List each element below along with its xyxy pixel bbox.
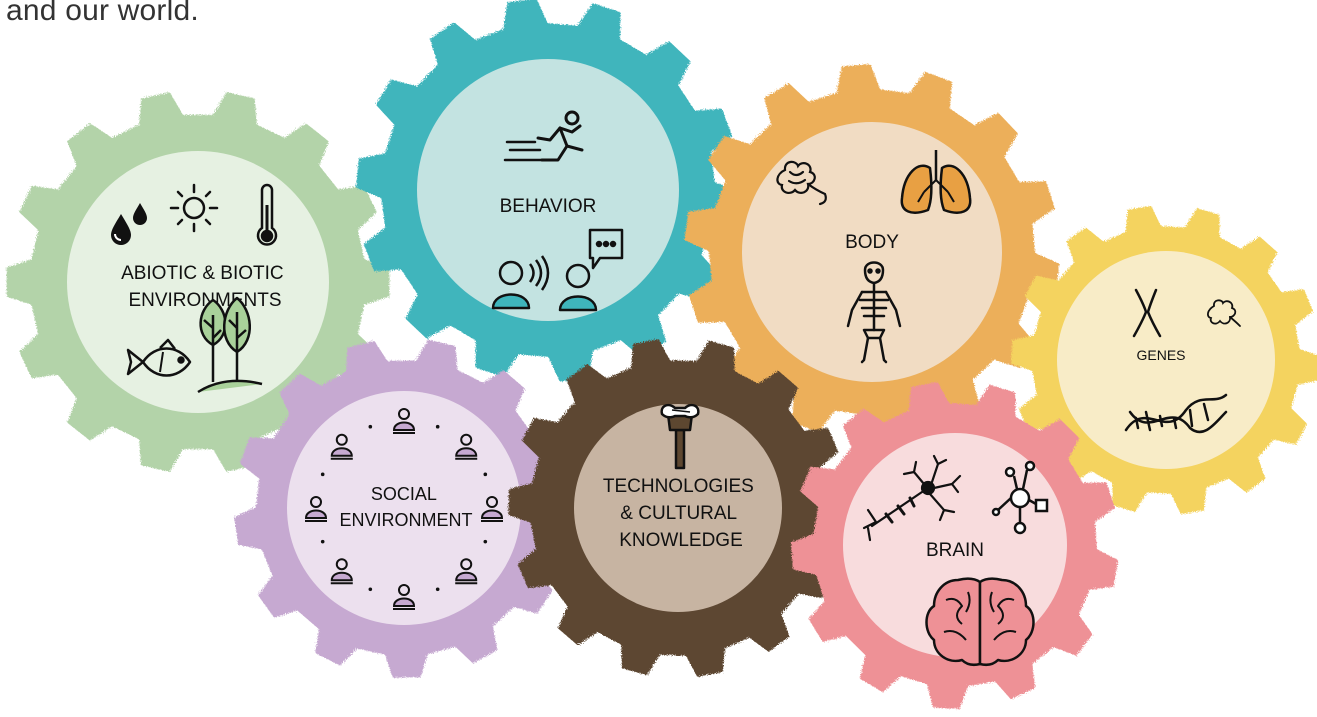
ring-dot — [368, 587, 373, 592]
brain-icon — [925, 577, 1035, 667]
label-behavior: BEHAVIOR — [500, 196, 597, 217]
label-genes: GENES — [1136, 347, 1185, 363]
gear-genes — [1011, 205, 1317, 515]
axe-icon — [660, 403, 700, 470]
gear-abiotic — [6, 92, 390, 472]
gear-behavior — [356, 0, 740, 382]
intestine-icon — [776, 160, 827, 206]
ring-dot — [368, 424, 373, 429]
label-technologies: TECHNOLOGIES & CULTURAL KNOWLEDGE — [603, 476, 759, 551]
fish-icon — [126, 338, 192, 377]
ring-dot — [435, 424, 440, 429]
person-icon — [330, 558, 353, 585]
person-icon — [392, 584, 416, 610]
sun-icon — [169, 183, 219, 233]
gear-technologies-inner — [574, 404, 782, 612]
lungs-icon — [900, 150, 972, 214]
gear-genes-inner — [1057, 251, 1275, 469]
neuron-icon — [862, 454, 962, 542]
ring-dot — [435, 587, 440, 592]
running-person-icon — [503, 110, 584, 162]
trees-icon — [197, 296, 263, 394]
label-body: BODY — [845, 232, 899, 253]
person-icon — [392, 408, 416, 434]
person-icon — [480, 496, 504, 522]
label-brain: BRAIN — [926, 540, 984, 561]
label-social: SOCIAL ENVIRONMENT — [339, 484, 472, 530]
chromosome-icon — [1132, 288, 1162, 338]
gear-body-inner — [742, 122, 1002, 382]
ring-dot — [483, 472, 488, 477]
gear-behavior-inner — [417, 59, 679, 321]
skeleton-icon — [846, 261, 902, 364]
gear-body — [684, 64, 1060, 440]
person-icon — [330, 433, 353, 460]
speaking-person-icon — [491, 255, 550, 310]
people-ring — [304, 408, 504, 610]
ring-dot — [320, 472, 325, 477]
person-icon — [455, 558, 478, 585]
thermometer-icon — [256, 183, 278, 246]
intro-text: and our world. — [6, 0, 199, 27]
ring-dot — [483, 539, 488, 544]
water-drops-icon — [111, 203, 147, 245]
person-icon — [304, 496, 328, 522]
dna-icon — [1124, 393, 1228, 434]
gear-abiotic-inner — [67, 151, 329, 413]
intestine-icon — [1207, 299, 1241, 327]
chatting-person-icon — [558, 228, 624, 312]
person-icon — [455, 433, 478, 460]
ring-dot — [320, 539, 325, 544]
gear-technologies — [508, 339, 848, 677]
label-abiotic: ABIOTIC & BIOTIC ENVIRONMENTS — [121, 263, 289, 311]
network-icon — [991, 460, 1049, 535]
